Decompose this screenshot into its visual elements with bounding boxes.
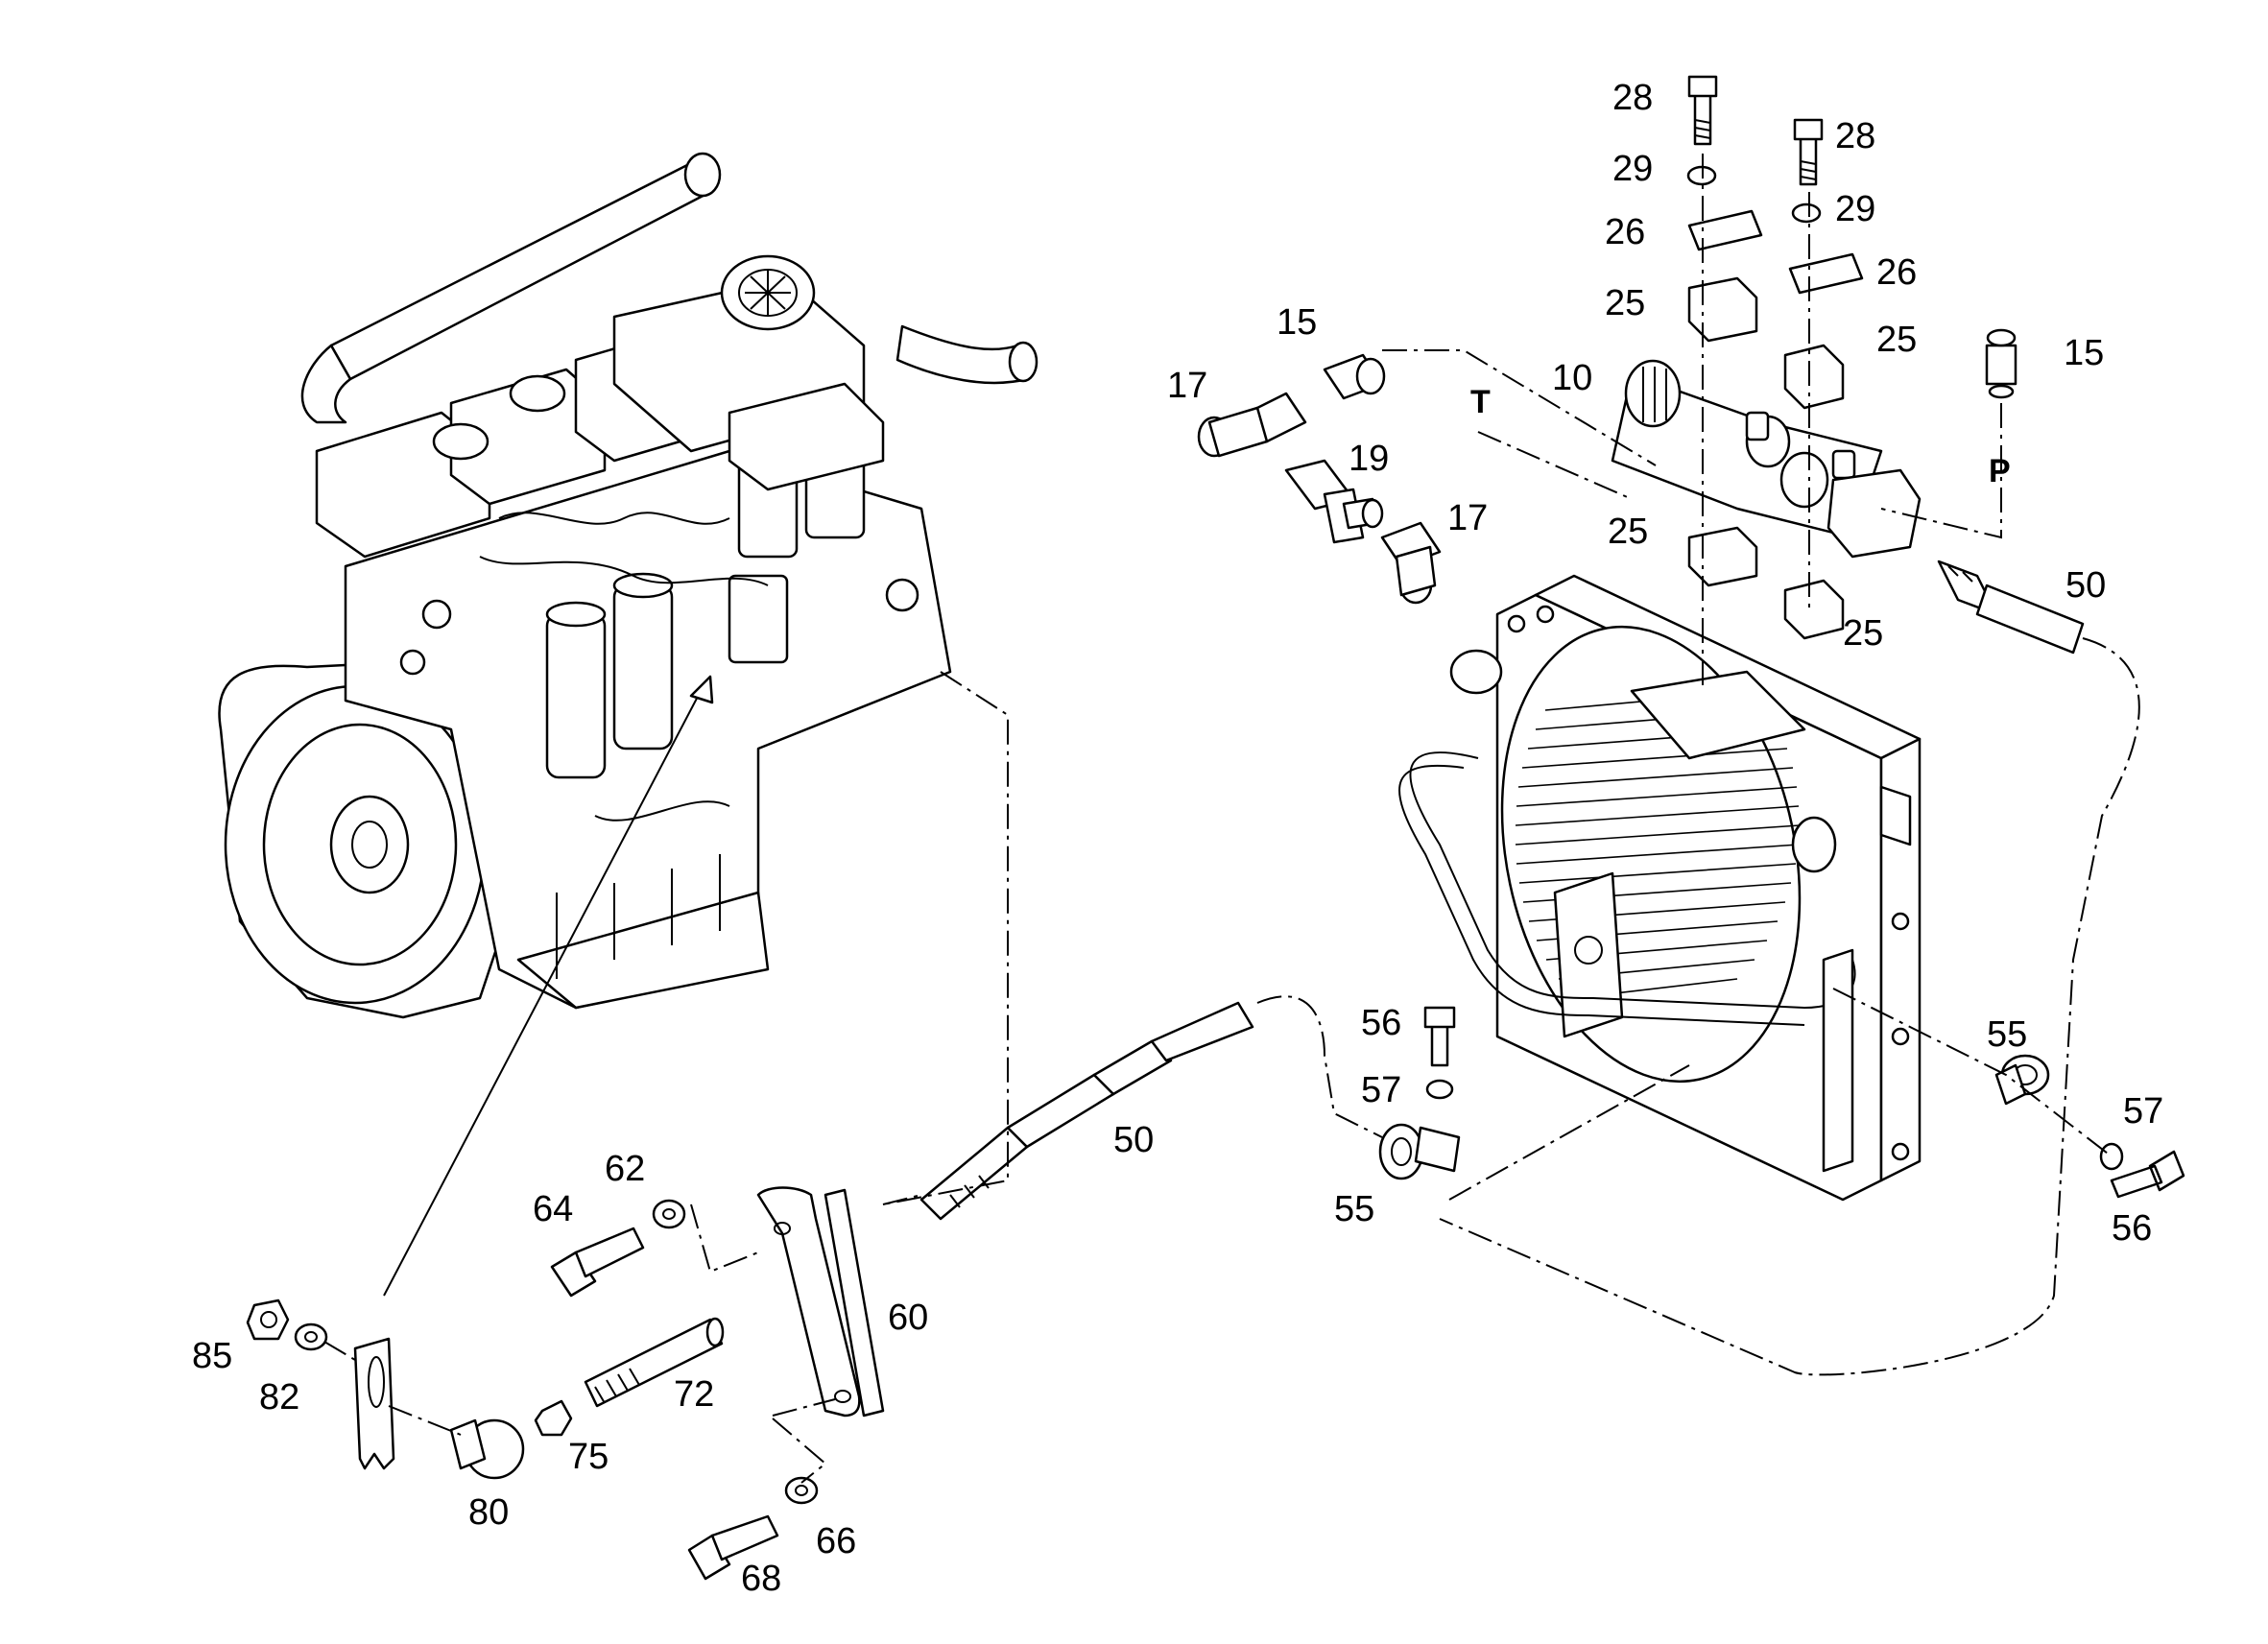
washer-part-62[interactable]	[652, 1199, 686, 1229]
callout-72: 72	[674, 1374, 714, 1415]
callout-25: 25	[1843, 613, 1883, 654]
callout-60: 60	[888, 1298, 928, 1338]
callout-55: 55	[1334, 1189, 1374, 1229]
valve-block-part-10[interactable]	[1611, 359, 1883, 539]
engine-assembly	[218, 152, 1039, 1297]
callout-17: 17	[1167, 366, 1207, 406]
tee-fitting-part-19[interactable]	[1284, 459, 1384, 544]
callout-68: 68	[741, 1559, 781, 1599]
callout-50: 50	[2065, 565, 2106, 606]
callout-10: 10	[1552, 358, 1592, 398]
callout-29: 29	[1835, 189, 1875, 229]
elbow-fitting-part-17[interactable]	[1197, 392, 1442, 605]
nut-part-85[interactable]	[246, 1299, 290, 1341]
callout-85: 85	[192, 1336, 232, 1376]
port-letter-tank: T	[1470, 384, 1491, 420]
callout-28: 28	[1835, 116, 1875, 156]
callout-56: 56	[1361, 1003, 1401, 1043]
callout-66: 66	[816, 1521, 856, 1561]
callout-28: 28	[1612, 78, 1653, 118]
callout-labels: 28 28 29 29 26 26 25 25 25 25 15 15 10 1…	[192, 78, 2163, 1599]
callout-17: 17	[1447, 498, 1488, 538]
callout-80: 80	[468, 1492, 509, 1533]
bolt-part-64[interactable]	[550, 1227, 645, 1298]
callout-56: 56	[2112, 1208, 2152, 1249]
cover-plate-part-26[interactable]	[1687, 209, 1864, 295]
washer-part-66[interactable]	[784, 1476, 819, 1505]
callout-15: 15	[2064, 333, 2104, 373]
washer-part-57[interactable]	[1425, 1079, 2124, 1171]
callout-15: 15	[1277, 302, 1317, 343]
radiator-cooler-assembly	[1398, 574, 1922, 1202]
bracket-part-60[interactable]	[756, 1186, 885, 1418]
callout-29: 29	[1612, 149, 1653, 189]
callout-82: 82	[259, 1377, 299, 1418]
callout-26: 26	[1605, 212, 1645, 252]
lever-part-80-mount[interactable]	[353, 1337, 395, 1470]
callout-75: 75	[568, 1437, 609, 1477]
stud-part-72[interactable]	[584, 1317, 725, 1408]
bolt-part-68[interactable]	[687, 1514, 779, 1581]
washer-part-82[interactable]	[294, 1322, 328, 1351]
adapter-fitting-part-15[interactable]	[1323, 328, 2017, 400]
hose-clamp-part-55[interactable]	[1378, 1054, 2050, 1180]
callout-25: 25	[1608, 512, 1648, 552]
assembly-leader-lines	[323, 154, 2140, 1484]
callout-57: 57	[2123, 1091, 2163, 1132]
callout-19: 19	[1349, 439, 1389, 479]
bolt-part-56[interactable]	[1423, 1006, 2185, 1199]
callout-55: 55	[1987, 1014, 2027, 1055]
bolt-part-28[interactable]	[1687, 75, 1824, 186]
callout-26: 26	[1876, 252, 1917, 293]
nut-part-75[interactable]	[534, 1399, 573, 1437]
port-letter-pressure: P	[1989, 453, 2011, 489]
callout-50: 50	[1113, 1120, 1154, 1160]
ball-joint-part-80[interactable]	[449, 1418, 525, 1480]
callout-25: 25	[1605, 283, 1645, 323]
hose-part-50[interactable]	[919, 560, 2085, 1221]
clamp-half-part-25[interactable]	[1687, 276, 1922, 640]
callout-64: 64	[533, 1189, 573, 1229]
callout-62: 62	[605, 1149, 645, 1189]
callout-25: 25	[1876, 320, 1917, 360]
callout-57: 57	[1361, 1070, 1401, 1110]
